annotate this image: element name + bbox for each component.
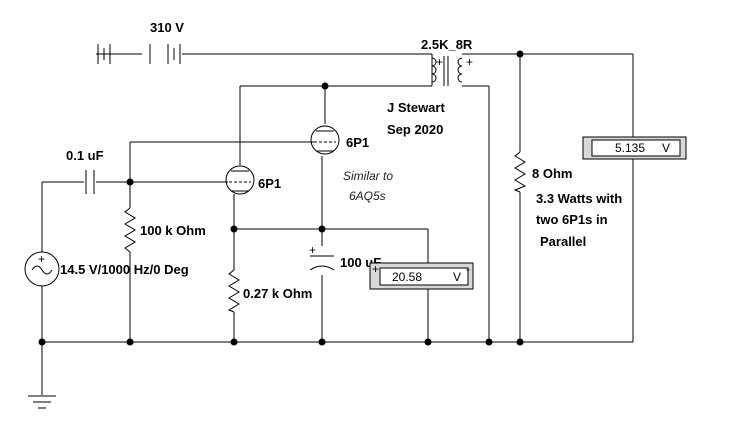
coupling-capacitor: 0.1 uF bbox=[66, 148, 104, 194]
similar-to-label-line1: Similar to bbox=[343, 169, 393, 183]
wires bbox=[41, 53, 634, 395]
date-label: Sep 2020 bbox=[387, 122, 443, 137]
note-line1: 3.3 Watts with bbox=[536, 191, 622, 206]
grid-resistor-label: 100 k Ohm bbox=[140, 223, 206, 238]
source-label: 14.5 V/1000 Hz/0 Deg bbox=[60, 262, 189, 277]
cathode-voltmeter: 20.58 V + - bbox=[369, 262, 474, 290]
note-line2: two 6P1s in bbox=[536, 212, 608, 227]
transformer-primary-plus: + bbox=[436, 55, 443, 69]
battery-symbol: 310 V bbox=[97, 20, 184, 64]
output-transformer: 2.5K_8R + + bbox=[421, 37, 473, 86]
cathode-meter-unit: V bbox=[453, 270, 461, 284]
similar-to-label-line2: 6AQ5s bbox=[349, 189, 386, 203]
cathode-meter-value: 20.58 bbox=[392, 270, 422, 284]
bypass-cap-plus: + bbox=[309, 243, 316, 257]
output-voltmeter: 5.135 V bbox=[582, 136, 687, 160]
battery-voltage-label: 310 V bbox=[150, 20, 184, 35]
output-meter-unit: V bbox=[662, 141, 670, 155]
transformer-label: 2.5K_8R bbox=[421, 37, 473, 52]
lower-tube-label: 6P1 bbox=[258, 176, 281, 191]
junctions bbox=[38, 50, 524, 346]
upper-tube-6p1: 6P1 bbox=[310, 125, 369, 155]
grid-resistor: 100 k Ohm bbox=[124, 207, 206, 253]
ac-source: + 14.5 V/1000 Hz/0 Deg bbox=[24, 251, 189, 287]
cathode-resistor-label: 0.27 k Ohm bbox=[243, 286, 312, 301]
cathode-meter-plus: + bbox=[372, 262, 379, 276]
source-plus: + bbox=[38, 252, 45, 266]
ground-icon bbox=[28, 395, 56, 409]
transformer-secondary-plus: + bbox=[466, 55, 473, 69]
load-resistor: 8 Ohm bbox=[513, 151, 572, 193]
coupling-cap-label: 0.1 uF bbox=[66, 148, 104, 163]
output-meter-value: 5.135 bbox=[615, 141, 645, 155]
lower-tube-6p1: 6P1 bbox=[225, 165, 281, 195]
load-resistor-label: 8 Ohm bbox=[532, 166, 572, 181]
cathode-meter-minus: - bbox=[466, 262, 470, 276]
upper-tube-label: 6P1 bbox=[346, 135, 369, 150]
note-line3: Parallel bbox=[540, 234, 586, 249]
cathode-resistor: 0.27 k Ohm bbox=[227, 269, 312, 313]
author-label: J Stewart bbox=[387, 100, 445, 115]
